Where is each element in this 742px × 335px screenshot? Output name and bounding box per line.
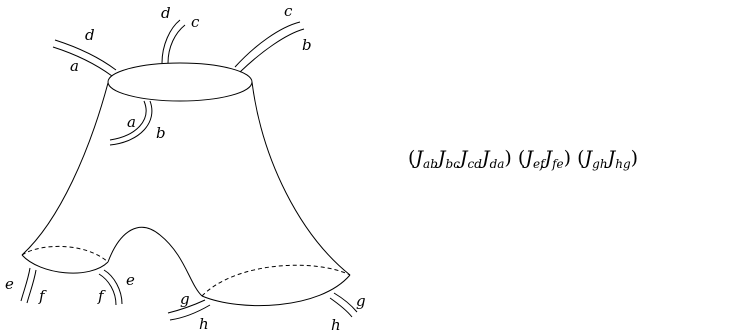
ribbon-br-right-inner <box>333 292 358 313</box>
label-a-top-left: a <box>70 57 79 75</box>
label-e-bottom-left: e <box>5 275 14 293</box>
ribbon-bl-left-inner <box>26 269 37 304</box>
bottom-right-cuff-back <box>201 264 351 297</box>
label-b-top-right: b <box>302 36 312 54</box>
label-f-bottom-left: f <box>38 287 47 305</box>
label-d-top-mid: d <box>161 4 171 22</box>
ribbon-mid-inner <box>109 100 147 141</box>
surface-right-side <box>251 81 351 276</box>
ribbon-top-right-outer <box>234 21 301 68</box>
label-f-bottom-right: f <box>97 287 106 305</box>
label-c-top-mid: c <box>191 13 200 31</box>
label-d-top-left: d <box>85 26 95 44</box>
ribbon-br-left-outer <box>167 299 206 314</box>
ribbon-bl-right-inner <box>98 273 117 306</box>
label-e-bottom-right: e <box>126 271 135 289</box>
bottom-left-cuff-back <box>21 246 109 263</box>
correlator-formula: (JabJbcJcdJda) (JefJfe) (JghJhg) <box>408 147 639 171</box>
top-boundary-ellipse <box>107 62 253 102</box>
ribbon-br-left-inner <box>169 304 211 321</box>
group-2: (JefJfe) <box>517 147 572 171</box>
ribbon-top-mid-outer <box>161 19 181 64</box>
bottom-right-cuff-front <box>201 274 351 307</box>
ribbon-mid-outer <box>109 100 153 146</box>
label-g-bottom-left: g <box>180 290 190 308</box>
ribbon-bl-left-outer <box>20 267 31 302</box>
group-1: (JabJbcJcdJda) <box>408 147 512 171</box>
ribbon-bl-right-outer <box>103 269 123 305</box>
group-3: (JghJhg) <box>577 147 639 171</box>
surface-hump <box>107 226 203 297</box>
label-h-bottom-right: h <box>331 316 341 334</box>
ribbon-br-right-outer <box>329 297 353 318</box>
bottom-left-cuff-front <box>21 254 109 274</box>
surface-left-side <box>21 82 109 256</box>
ribbon-top-right-inner <box>239 28 305 73</box>
label-b-mid: b <box>156 124 166 142</box>
ribbon-top-left-outer <box>54 39 117 71</box>
label-h-bottom-left: h <box>199 315 209 333</box>
ribbon-top-mid-inner <box>167 24 186 64</box>
ribbon-top-left-inner <box>52 46 113 77</box>
label-g-bottom-right: g <box>356 292 366 310</box>
label-c-top-right: c <box>284 2 293 20</box>
label-a-mid: a <box>127 113 136 131</box>
